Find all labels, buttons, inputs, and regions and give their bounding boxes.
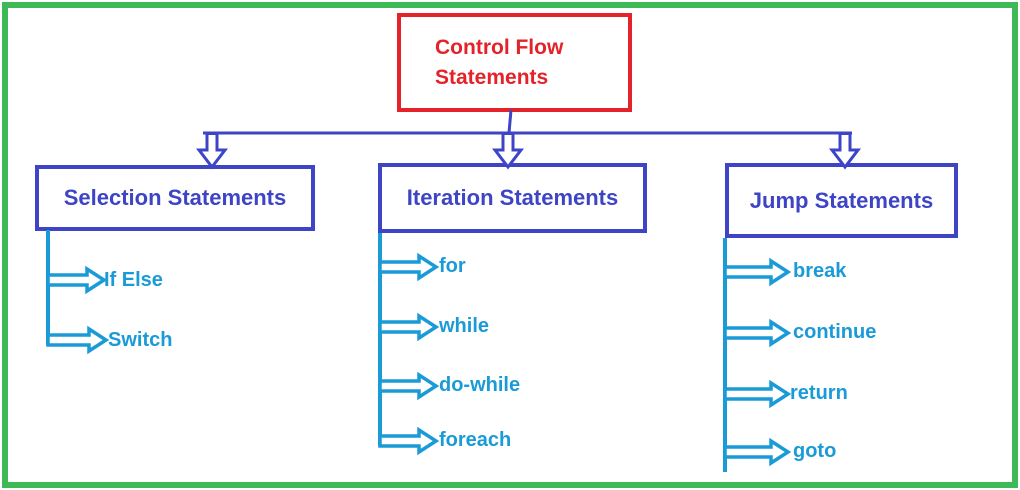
branch-box-selection-statements: Selection Statements — [35, 165, 315, 231]
arrow-right-icon — [723, 437, 792, 467]
arrow-right-icon — [723, 379, 792, 409]
branch-box-jump-statements: Jump Statements — [725, 163, 958, 238]
arrow-right-icon — [46, 325, 110, 355]
arrow-right-icon — [378, 426, 440, 456]
item-label-break: break — [793, 260, 847, 283]
branch-label-jump: Jump Statements — [749, 187, 934, 213]
arrow-right-icon — [723, 257, 792, 287]
root-box-label: Control Flow Statements — [435, 35, 564, 89]
arrow-right-icon — [378, 252, 440, 282]
item-label-for: for — [439, 255, 466, 278]
root-box-control-flow-statements: Control Flow Statements — [397, 13, 632, 112]
arrow-down-icon — [491, 132, 525, 170]
item-label-return: return — [790, 382, 848, 405]
branch-label-iteration: Iteration Statements — [406, 185, 619, 210]
branch-box-iteration-statements: Iteration Statements — [378, 163, 647, 233]
item-label-switch: Switch — [108, 329, 173, 352]
item-label-if-else: If Else — [104, 269, 163, 292]
item-label-continue: continue — [793, 321, 877, 344]
arrow-down-icon — [828, 132, 862, 170]
branch-label-selection: Selection Statements — [63, 185, 287, 210]
item-label-goto: goto — [793, 440, 837, 463]
arrow-right-icon — [378, 371, 440, 401]
item-label-foreach: foreach — [439, 429, 512, 452]
root-stub-line — [507, 109, 513, 134]
arrow-right-icon — [46, 265, 108, 295]
arrow-right-icon — [723, 318, 792, 348]
arrow-right-icon — [378, 312, 440, 342]
arrow-down-icon — [195, 132, 229, 170]
item-label-while: while — [439, 315, 490, 338]
item-label-do-while: do-while — [439, 374, 521, 397]
